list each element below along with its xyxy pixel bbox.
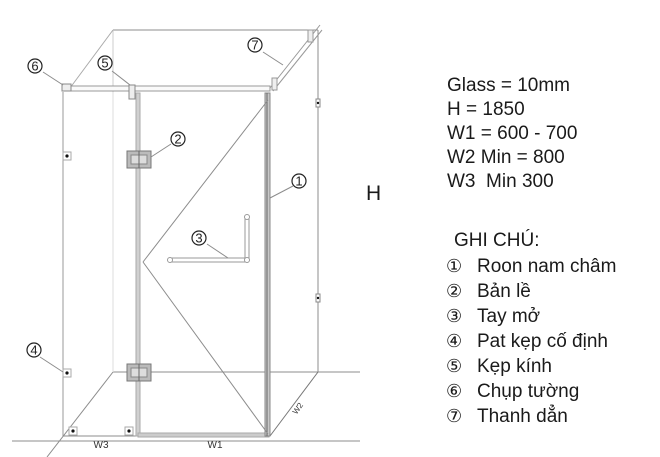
- spec-glass: Glass = 10mm: [447, 75, 571, 96]
- callout-1: 1: [295, 174, 302, 189]
- callout-3: 3: [195, 231, 202, 246]
- note-label: Kẹp kính: [477, 356, 552, 377]
- spec-w3: W3 Min 300: [447, 171, 554, 192]
- note-item: ⑦ Thanh dẳn: [446, 404, 616, 429]
- note-label: Pat kẹp cố định: [477, 331, 608, 352]
- spec-height: H = 1850: [447, 99, 525, 120]
- dim-w2: W2: [291, 401, 306, 416]
- number-circle-icon: ⑤: [446, 356, 463, 376]
- specifications: Glass = 10mm H = 1850 W1 = 600 - 700 W2 …: [447, 74, 577, 194]
- note-label: Bản lề: [477, 281, 531, 302]
- note-label: Thanh dẳn: [477, 406, 568, 427]
- shower-drawing: 6 5 7 2 1 3 4 W3 W1 W2: [12, 24, 360, 457]
- note-item: ⑤ Kẹp kính: [446, 354, 616, 379]
- callout-6: 6: [31, 59, 38, 74]
- note-item: ① Roon nam châm: [446, 254, 616, 279]
- number-circle-icon: ⑦: [446, 406, 463, 426]
- note-label: Chụp tường: [477, 381, 580, 402]
- number-circle-icon: ③: [446, 306, 463, 326]
- note-label: Roon nam châm: [477, 256, 617, 277]
- callout-4: 4: [30, 343, 37, 358]
- dim-w1: W1: [208, 440, 223, 451]
- note-item: ③ Tay mở: [446, 304, 616, 329]
- spec-w2: W2 Min = 800: [447, 147, 565, 168]
- note-label: Tay mở: [477, 306, 541, 327]
- number-circle-icon: ①: [446, 256, 463, 276]
- number-circle-icon: ⑥: [446, 381, 463, 401]
- note-item: ④ Pat kẹp cố định: [446, 329, 616, 354]
- notes-title: GHI CHÚ:: [454, 230, 540, 251]
- callout-5: 5: [101, 56, 108, 71]
- spec-w1: W1 = 600 - 700: [447, 123, 578, 144]
- dim-w3: W3: [94, 440, 109, 451]
- callout-2: 2: [174, 132, 181, 147]
- callout-7: 7: [251, 38, 258, 53]
- number-circle-icon: ④: [446, 331, 463, 351]
- note-item: ⑥ Chụp tường: [446, 379, 616, 404]
- number-circle-icon: ②: [446, 281, 463, 301]
- note-item: ② Bản lề: [446, 279, 616, 304]
- height-label: H: [366, 182, 382, 205]
